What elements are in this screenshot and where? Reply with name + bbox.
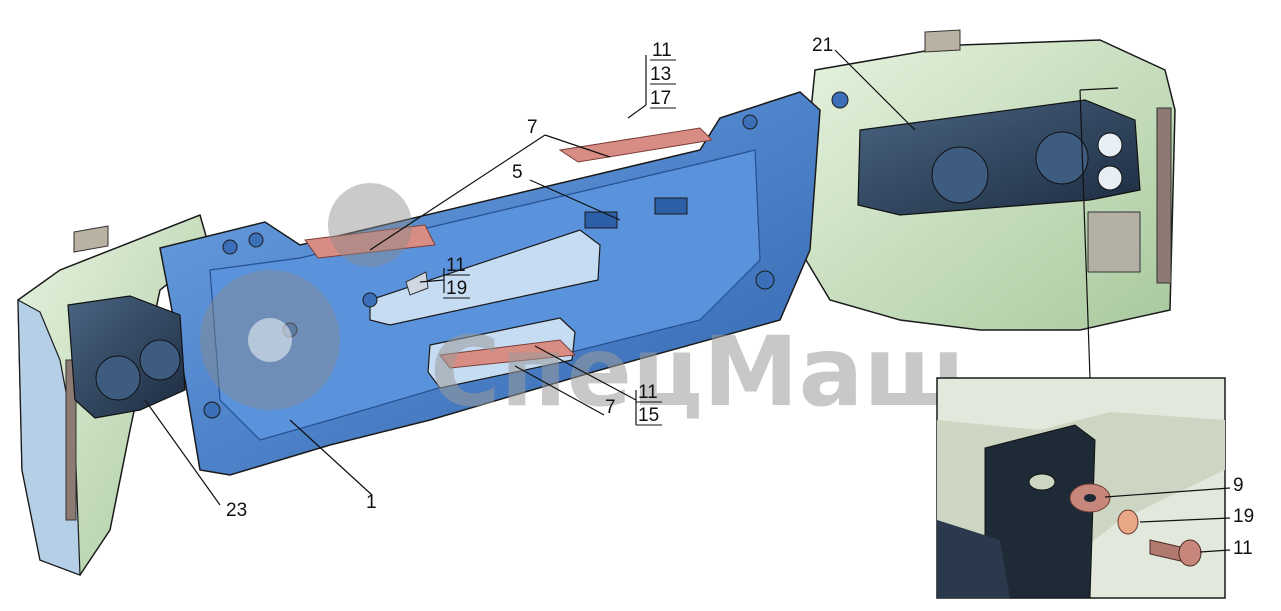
callout-23: 23 — [226, 500, 247, 521]
left-end-cap — [17, 298, 81, 576]
bolt-small — [405, 271, 429, 296]
left-bracket-top — [73, 225, 109, 253]
callout-9: 9 — [1233, 475, 1244, 496]
callout-1: 1 — [366, 492, 377, 513]
left-reflector — [65, 359, 77, 521]
bracket-right-b — [654, 197, 688, 215]
callout-11-low: 11 — [638, 382, 658, 403]
watermark-gear-hub — [248, 318, 292, 362]
plate-lower — [439, 339, 577, 369]
callout-boxes — [443, 59, 676, 426]
left-lamp-lens-1 — [95, 355, 141, 401]
lock-washer-19 — [1117, 509, 1139, 535]
callout-7-bottom: 7 — [605, 397, 616, 418]
upper-opening — [369, 229, 601, 326]
callout-11-top: 11 — [652, 40, 672, 61]
callout-17: 17 — [650, 88, 671, 109]
plate-upper-left — [304, 224, 436, 259]
left-lamp-block — [67, 295, 186, 419]
callout-7-top: 7 — [527, 117, 538, 138]
callout-19-mid: 19 — [446, 278, 467, 299]
callout-labels: 1 5 7 7 11 13 17 11 19 11 15 21 23 9 19 … — [226, 35, 1254, 559]
callout-15: 15 — [638, 405, 659, 426]
right-lamp-block — [857, 99, 1141, 216]
callout-11-inset: 11 — [1233, 538, 1253, 559]
callout-11-mid: 11 — [446, 255, 466, 276]
bracket-right-a — [584, 211, 618, 229]
right-bracket-top — [924, 29, 961, 53]
watermark-text: СпецМаш — [430, 316, 965, 428]
callout-19-inset: 19 — [1233, 506, 1254, 527]
callout-13: 13 — [650, 64, 671, 85]
inset-detail — [936, 377, 1226, 599]
right-reflector — [1156, 107, 1172, 284]
right-lamp-lens-1 — [931, 146, 989, 204]
left-lamp-lens-2 — [139, 339, 181, 381]
leader-lines — [144, 49, 1231, 553]
callout-5: 5 — [512, 162, 523, 183]
right-lamp-lens-3 — [1097, 132, 1123, 158]
right-mount-plate — [1087, 211, 1141, 273]
right-lamp-lens-4 — [1097, 165, 1123, 191]
callout-21: 21 — [812, 35, 833, 56]
right-lamp-lens-2 — [1035, 131, 1089, 185]
